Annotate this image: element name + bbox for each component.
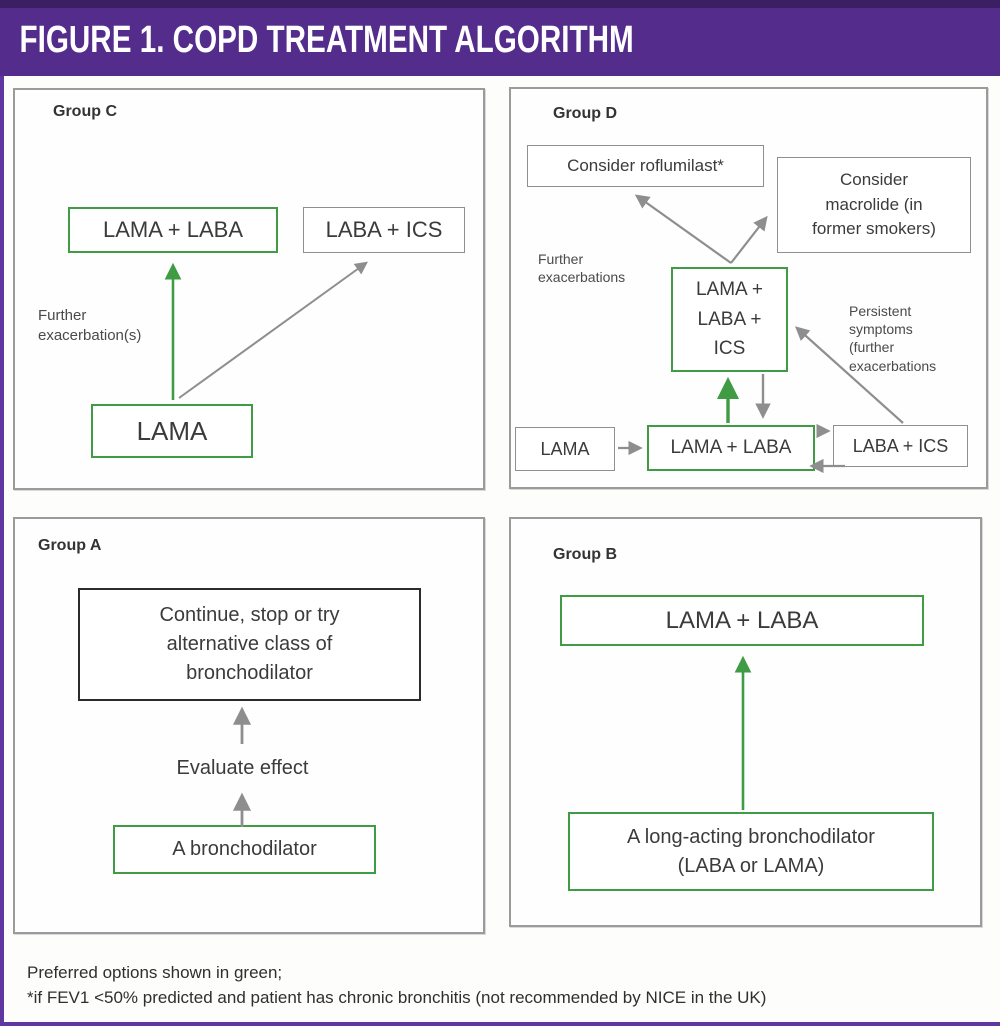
figure-title: FIGURE 1. COPD TREATMENT ALGORITHM <box>19 19 634 61</box>
figure-title-band: FIGURE 1. COPD TREATMENT ALGORITHM <box>0 0 1000 76</box>
footer-note-fev1: *if FEV1 <50% predicted and patient has … <box>27 988 767 1007</box>
group-d-triple-therapy-box: LAMA + LABA + ICS <box>671 267 788 372</box>
group-a-label: Group A <box>38 537 102 554</box>
group-c-laba-ics-box: LABA + ICS <box>303 207 465 253</box>
group-c-lama-box: LAMA <box>91 404 253 458</box>
group-d-roflumilast-box: Consider roflumilast* <box>527 145 764 187</box>
group-c-label: Group C <box>53 103 117 120</box>
group-a-bronchodilator-box: A bronchodilator <box>113 825 376 874</box>
group-d-further-exacerbations-note: Further exacerbations <box>538 251 626 286</box>
group-d-lama-box: LAMA <box>515 427 615 471</box>
group-d-laba-ics-box: LABA + ICS <box>833 425 968 467</box>
group-b-label: Group B <box>553 546 617 563</box>
panel-group-a <box>13 517 485 934</box>
group-c-further-exacerbations-note: Further exacerbation(s) <box>38 307 142 344</box>
page-edge-bottom <box>0 1022 1000 1026</box>
group-a-continue-box: Continue, stop or try alternative class … <box>78 588 421 701</box>
page-edge-left <box>0 0 4 1026</box>
group-c-lama-laba-box: LAMA + LABA <box>68 207 278 253</box>
group-d-persistent-symptoms-note: Persistent symptoms (further exacerbatio… <box>849 303 937 374</box>
group-d-macrolide-box: Consider macrolide (in former smokers) <box>777 157 971 253</box>
group-d-lama-laba-box: LAMA + LABA <box>647 425 815 471</box>
group-b-long-acting-box: A long-acting bronchodilator (LABA or LA… <box>568 812 934 891</box>
group-b-lama-laba-box: LAMA + LABA <box>560 595 924 646</box>
group-d-label: Group D <box>553 105 617 122</box>
group-a-evaluate-effect-label: Evaluate effect <box>176 757 309 779</box>
footer-note-preferred: Preferred options shown in green; <box>27 963 283 982</box>
